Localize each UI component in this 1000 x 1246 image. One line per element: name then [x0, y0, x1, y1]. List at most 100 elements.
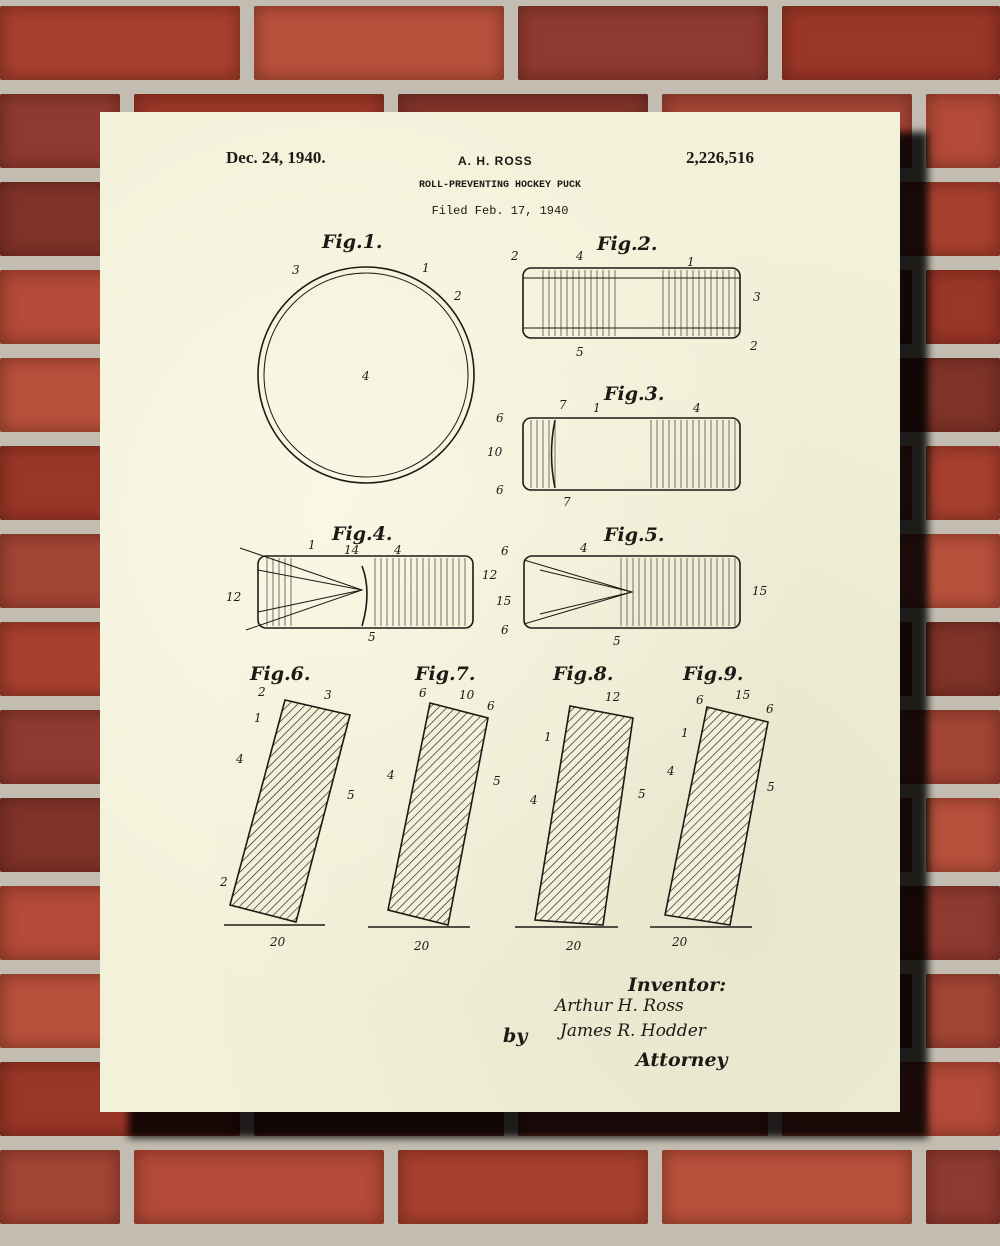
callout: 5: [576, 345, 584, 359]
callout: 4: [575, 249, 584, 263]
figure-titles: Fig.1. Fig.2. Fig.3. Fig.4. Fig.5. Fig.6…: [249, 231, 743, 685]
callout: 15: [752, 584, 767, 598]
fig5-puck-side-view: [523, 555, 741, 629]
signature-block: Inventor: Arthur H. Ross by James R. Hod…: [503, 974, 730, 1071]
brick: [398, 1150, 648, 1224]
callout: 1: [687, 255, 695, 269]
callout: 12: [482, 568, 497, 582]
callout: 14: [344, 543, 359, 557]
callout: 1: [681, 726, 689, 740]
fig3-title: Fig.3.: [603, 383, 664, 405]
callout: 15: [735, 688, 750, 702]
callout: 5: [638, 787, 646, 801]
callout: 12: [226, 590, 241, 604]
fig7-title: Fig.7.: [414, 663, 475, 685]
fig4-title: Fig.4.: [331, 523, 392, 545]
fig3-puck-side-view: [522, 417, 741, 491]
callout: 4: [393, 543, 402, 557]
patent-poster: Dec. 24, 1940. A. H. ROSS 2,226,516 ROLL…: [100, 112, 900, 1112]
callout: 20: [565, 939, 582, 953]
callout: 6: [496, 411, 504, 425]
brick-row: [0, 6, 1000, 80]
callout: 5: [493, 774, 501, 788]
brick: [926, 974, 1000, 1048]
brick: [662, 1150, 912, 1224]
brick: [926, 94, 1000, 168]
callout: 2: [749, 339, 758, 353]
callout: 6: [696, 693, 704, 707]
callout: 6: [501, 544, 509, 558]
callout: 4: [235, 752, 244, 766]
fig8-title: Fig.8.: [552, 663, 613, 685]
patent-date: Dec. 24, 1940.: [226, 148, 326, 167]
patent-number: 2,226,516: [686, 148, 754, 167]
callout: 4: [386, 768, 395, 782]
callout: 20: [413, 939, 430, 953]
callout: 3: [753, 290, 761, 304]
patent-inventor: A. H. ROSS: [458, 154, 533, 168]
brick: [0, 6, 240, 80]
callout: 3: [324, 688, 332, 702]
brick: [518, 6, 768, 80]
inventor-label: Inventor:: [627, 974, 726, 996]
by-label: by: [503, 1025, 529, 1047]
attorney-label: Attorney: [634, 1049, 730, 1071]
callout: 4: [666, 764, 675, 778]
callout: 20: [269, 935, 286, 949]
callout: 20: [671, 935, 688, 949]
callout: 5: [347, 788, 355, 802]
fig9-title: Fig.9.: [682, 663, 743, 685]
brick: [782, 6, 1000, 80]
fig6-title: Fig.6.: [249, 663, 310, 685]
inventor-signature: Arthur H. Ross: [553, 996, 684, 1016]
callout: 2: [453, 289, 462, 303]
brick: [926, 798, 1000, 872]
brick: [926, 270, 1000, 344]
patent-filed-date: Filed Feb. 17, 1940: [431, 204, 569, 218]
fig4-puck-side-view: [239, 547, 474, 631]
callout: 2: [219, 875, 228, 889]
callout: 5: [613, 634, 621, 648]
callout: 1: [593, 401, 601, 415]
attorney-signature: James R. Hodder: [557, 1021, 707, 1041]
callout: 1: [308, 538, 316, 552]
brick: [254, 6, 504, 80]
callout: 2: [257, 685, 266, 699]
callout: 1: [422, 261, 430, 275]
fig8-puck-section: [534, 705, 634, 926]
patent-title: ROLL-PREVENTING HOCKEY PUCK: [418, 180, 582, 191]
fig5-title: Fig.5.: [603, 524, 664, 546]
callout: 4: [579, 541, 588, 555]
ground-lines: [224, 924, 752, 928]
fig6-puck-section: [229, 699, 351, 923]
callout: 15: [496, 594, 511, 608]
callout: 10: [459, 688, 475, 702]
brick: [134, 1150, 384, 1224]
callout: 1: [254, 711, 262, 725]
callout: 10: [487, 445, 503, 459]
brick-row: [0, 1150, 1000, 1224]
callout: 1: [544, 730, 552, 744]
callout: 3: [292, 263, 300, 277]
callout: 6: [496, 483, 504, 497]
brick: [926, 446, 1000, 520]
callout: 6: [419, 686, 427, 700]
fig2-title: Fig.2.: [596, 233, 657, 255]
callout: 5: [368, 630, 376, 644]
callout: 5: [767, 780, 775, 794]
brick: [0, 1150, 120, 1224]
callouts: 3 1 2 4 2 4 1 3 5 2 7 1 4 6 10 6 7 1 14 …: [219, 249, 775, 953]
callout: 12: [605, 690, 620, 704]
callout: 4: [692, 401, 701, 415]
callout: 7: [563, 495, 571, 509]
fig7-puck-section: [387, 702, 489, 926]
callout: 6: [766, 702, 774, 716]
brick: [926, 1150, 1000, 1224]
brick: [926, 622, 1000, 696]
fig1-puck-top-view: [257, 266, 475, 484]
callout: 6: [487, 699, 495, 713]
callout: 2: [510, 249, 519, 263]
fig9-puck-section: [664, 706, 769, 926]
callout: 4: [361, 369, 370, 383]
